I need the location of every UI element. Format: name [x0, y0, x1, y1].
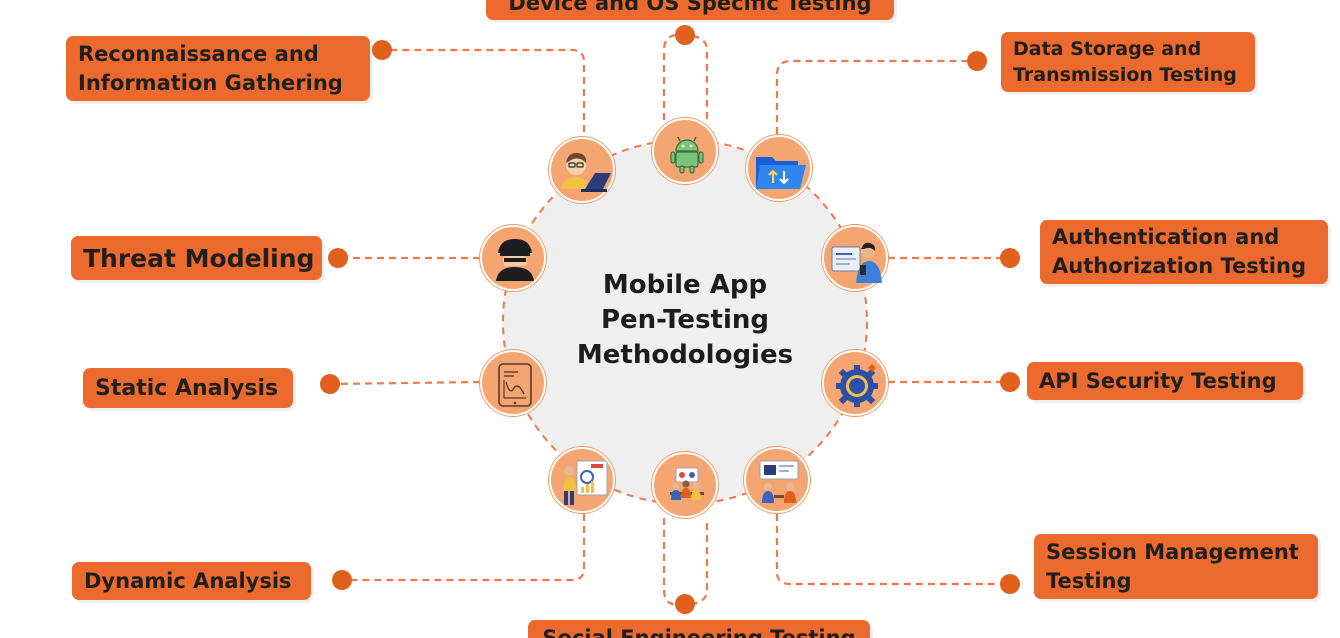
- label-device-os: Device and OS Specific Testing: [486, 0, 894, 20]
- people-group-icon: [670, 467, 704, 500]
- node-device-os: [652, 118, 718, 184]
- endpoint-dot-threat-modeling: [328, 248, 348, 268]
- connector-dynamic-analysis: [344, 514, 586, 582]
- center-title: Mobile App Pen-Testing Methodologies: [545, 268, 825, 373]
- node-threat-modeling: [480, 225, 546, 291]
- center-circle: [502, 139, 868, 505]
- label-api-security: API Security Testing: [1027, 362, 1303, 400]
- node-api-security: [822, 350, 888, 416]
- node-session-management: [744, 447, 810, 513]
- node-authentication: [822, 225, 888, 291]
- tablet-chart-icon: [498, 363, 532, 407]
- connector-session-management: [775, 514, 1008, 586]
- masked-hacker-icon: [496, 239, 534, 281]
- connector-data-storage: [775, 59, 975, 134]
- label-session-management: Session Management Testing: [1034, 534, 1318, 599]
- endpoint-dot-session-management: [1000, 574, 1020, 594]
- label-static-analysis: Static Analysis: [83, 368, 293, 408]
- folder-transfer-icon: [756, 157, 806, 189]
- label-authentication: Authentication and Authorization Testing: [1040, 220, 1328, 284]
- endpoint-dot-data-storage: [967, 51, 987, 71]
- analytics-person-icon: [563, 460, 608, 505]
- node-dynamic-analysis: [549, 447, 615, 513]
- connector-static-analysis: [329, 380, 481, 386]
- user-login-icon: [831, 242, 882, 283]
- center-title-line: Mobile App: [602, 270, 768, 300]
- endpoint-dot-device-os: [675, 25, 695, 45]
- endpoint-dot-social-engineering: [675, 594, 695, 614]
- endpoint-dot-dynamic-analysis: [332, 570, 352, 590]
- center-title-line: Methodologies: [576, 340, 794, 370]
- label-threat-modeling: Threat Modeling: [71, 236, 322, 280]
- center-title-line: Pen-Testing: [600, 305, 770, 335]
- label-dynamic-analysis: Dynamic Analysis: [72, 562, 311, 600]
- endpoint-dot-static-analysis: [320, 374, 340, 394]
- connector-social-engineering: [662, 518, 709, 607]
- api-gear-icon: [836, 364, 878, 407]
- team-meeting-icon: [759, 460, 799, 503]
- node-reconnaissance: [549, 137, 615, 203]
- connector-device-os: [662, 33, 709, 120]
- connector-reconnaissance: [384, 48, 586, 132]
- label-social-engineering: Social Engineering Testing: [528, 620, 870, 638]
- hacker-laptop-icon: [561, 152, 611, 192]
- node-data-storage: [746, 135, 812, 201]
- node-social-engineering: [652, 452, 718, 518]
- label-reconnaissance: Reconnaissance and Information Gathering: [66, 36, 370, 101]
- endpoint-dot-api-security: [1000, 372, 1020, 392]
- node-static-analysis: [480, 350, 546, 416]
- endpoint-dot-authentication: [1000, 248, 1020, 268]
- label-data-storage: Data Storage and Transmission Testing: [1001, 32, 1255, 92]
- android-icon: [670, 136, 704, 174]
- endpoint-dot-reconnaissance: [372, 40, 392, 60]
